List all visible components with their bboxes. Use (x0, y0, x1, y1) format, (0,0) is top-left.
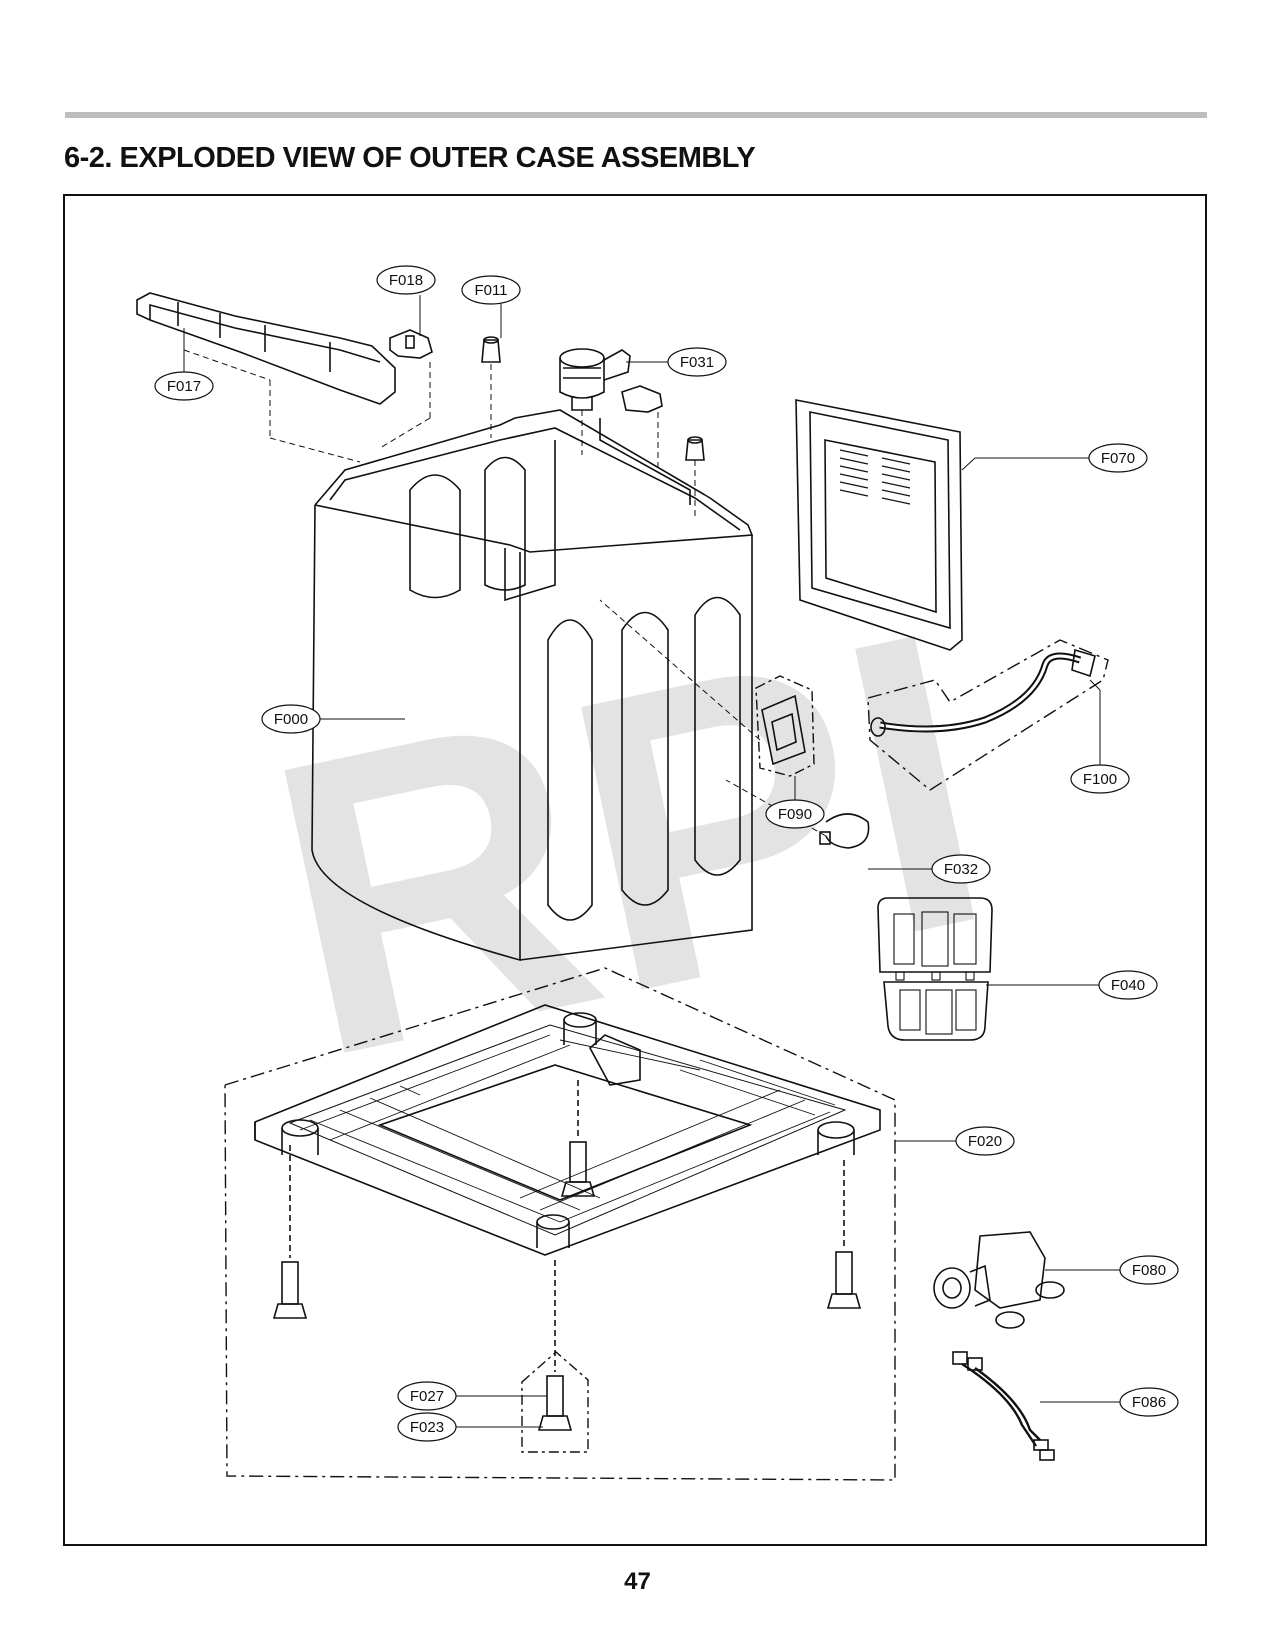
damper-part-top (481, 336, 501, 363)
hose-clamp-part (819, 813, 870, 849)
switch-part (755, 675, 815, 777)
svg-text:F023: F023 (410, 1419, 444, 1436)
callout-F086: F086 (1119, 1387, 1179, 1417)
cabinet-part (311, 409, 754, 962)
svg-text:F031: F031 (680, 354, 714, 371)
svg-text:F027: F027 (410, 1388, 444, 1405)
svg-text:F032: F032 (944, 861, 978, 878)
wire-harness-part (952, 1351, 1055, 1461)
header-rule (65, 112, 1207, 118)
callout-F011: F011 (461, 275, 521, 305)
leveling-foot-right (826, 1160, 862, 1309)
callout-F017: F017 (154, 371, 214, 401)
callout-F000: F000 (261, 704, 321, 734)
base-frame-part (224, 967, 896, 1481)
callout-F080: F080 (1119, 1255, 1179, 1285)
drain-pump-part (933, 1231, 1065, 1329)
top-bracket-part (136, 292, 396, 405)
callout-F040: F040 (1098, 970, 1158, 1000)
filter-cover-part (877, 897, 993, 1041)
inlet-valve-part (559, 348, 631, 411)
callout-F070: F070 (1088, 443, 1148, 473)
rear-panel-part (795, 399, 963, 651)
clip-part-2 (621, 385, 663, 413)
callout-labels: F018 F011 F017 F031 F070 F000 F100 F090 (154, 265, 1179, 1442)
svg-text:F018: F018 (389, 272, 423, 289)
callout-F100: F100 (1070, 764, 1130, 794)
svg-text:F080: F080 (1132, 1262, 1166, 1279)
callout-F018: F018 (376, 265, 436, 295)
svg-text:F020: F020 (968, 1133, 1002, 1150)
svg-text:F011: F011 (474, 282, 507, 299)
drain-hose-part (867, 639, 1109, 791)
callout-F031: F031 (667, 347, 727, 377)
parts-artwork (136, 292, 1109, 1481)
svg-text:F040: F040 (1111, 977, 1145, 994)
callout-F020: F020 (955, 1126, 1015, 1156)
page-number: 47 (624, 1568, 651, 1595)
svg-text:F086: F086 (1132, 1394, 1166, 1411)
clip-part (389, 329, 433, 359)
watermark-text: RPI (238, 542, 1020, 1146)
callout-F027: F027 (397, 1381, 457, 1411)
damper-part-rear (685, 436, 705, 461)
svg-text:F000: F000 (274, 711, 308, 728)
page-title: 6-2. EXPLODED VIEW OF OUTER CASE ASSEMBL… (64, 142, 756, 174)
diagram-frame (63, 194, 1207, 1546)
svg-text:F100: F100 (1083, 771, 1117, 788)
svg-text:F017: F017 (167, 378, 201, 395)
leveling-foot-center (560, 1080, 596, 1197)
svg-text:F070: F070 (1101, 450, 1135, 467)
leveling-foot-left (272, 1145, 308, 1319)
leader-lines (183, 295, 1120, 1428)
leveling-foot-front (521, 1260, 589, 1453)
callout-F023: F023 (397, 1412, 457, 1442)
callout-F090: F090 (765, 799, 825, 829)
svg-text:F090: F090 (778, 806, 812, 823)
callout-F032: F032 (931, 854, 991, 884)
